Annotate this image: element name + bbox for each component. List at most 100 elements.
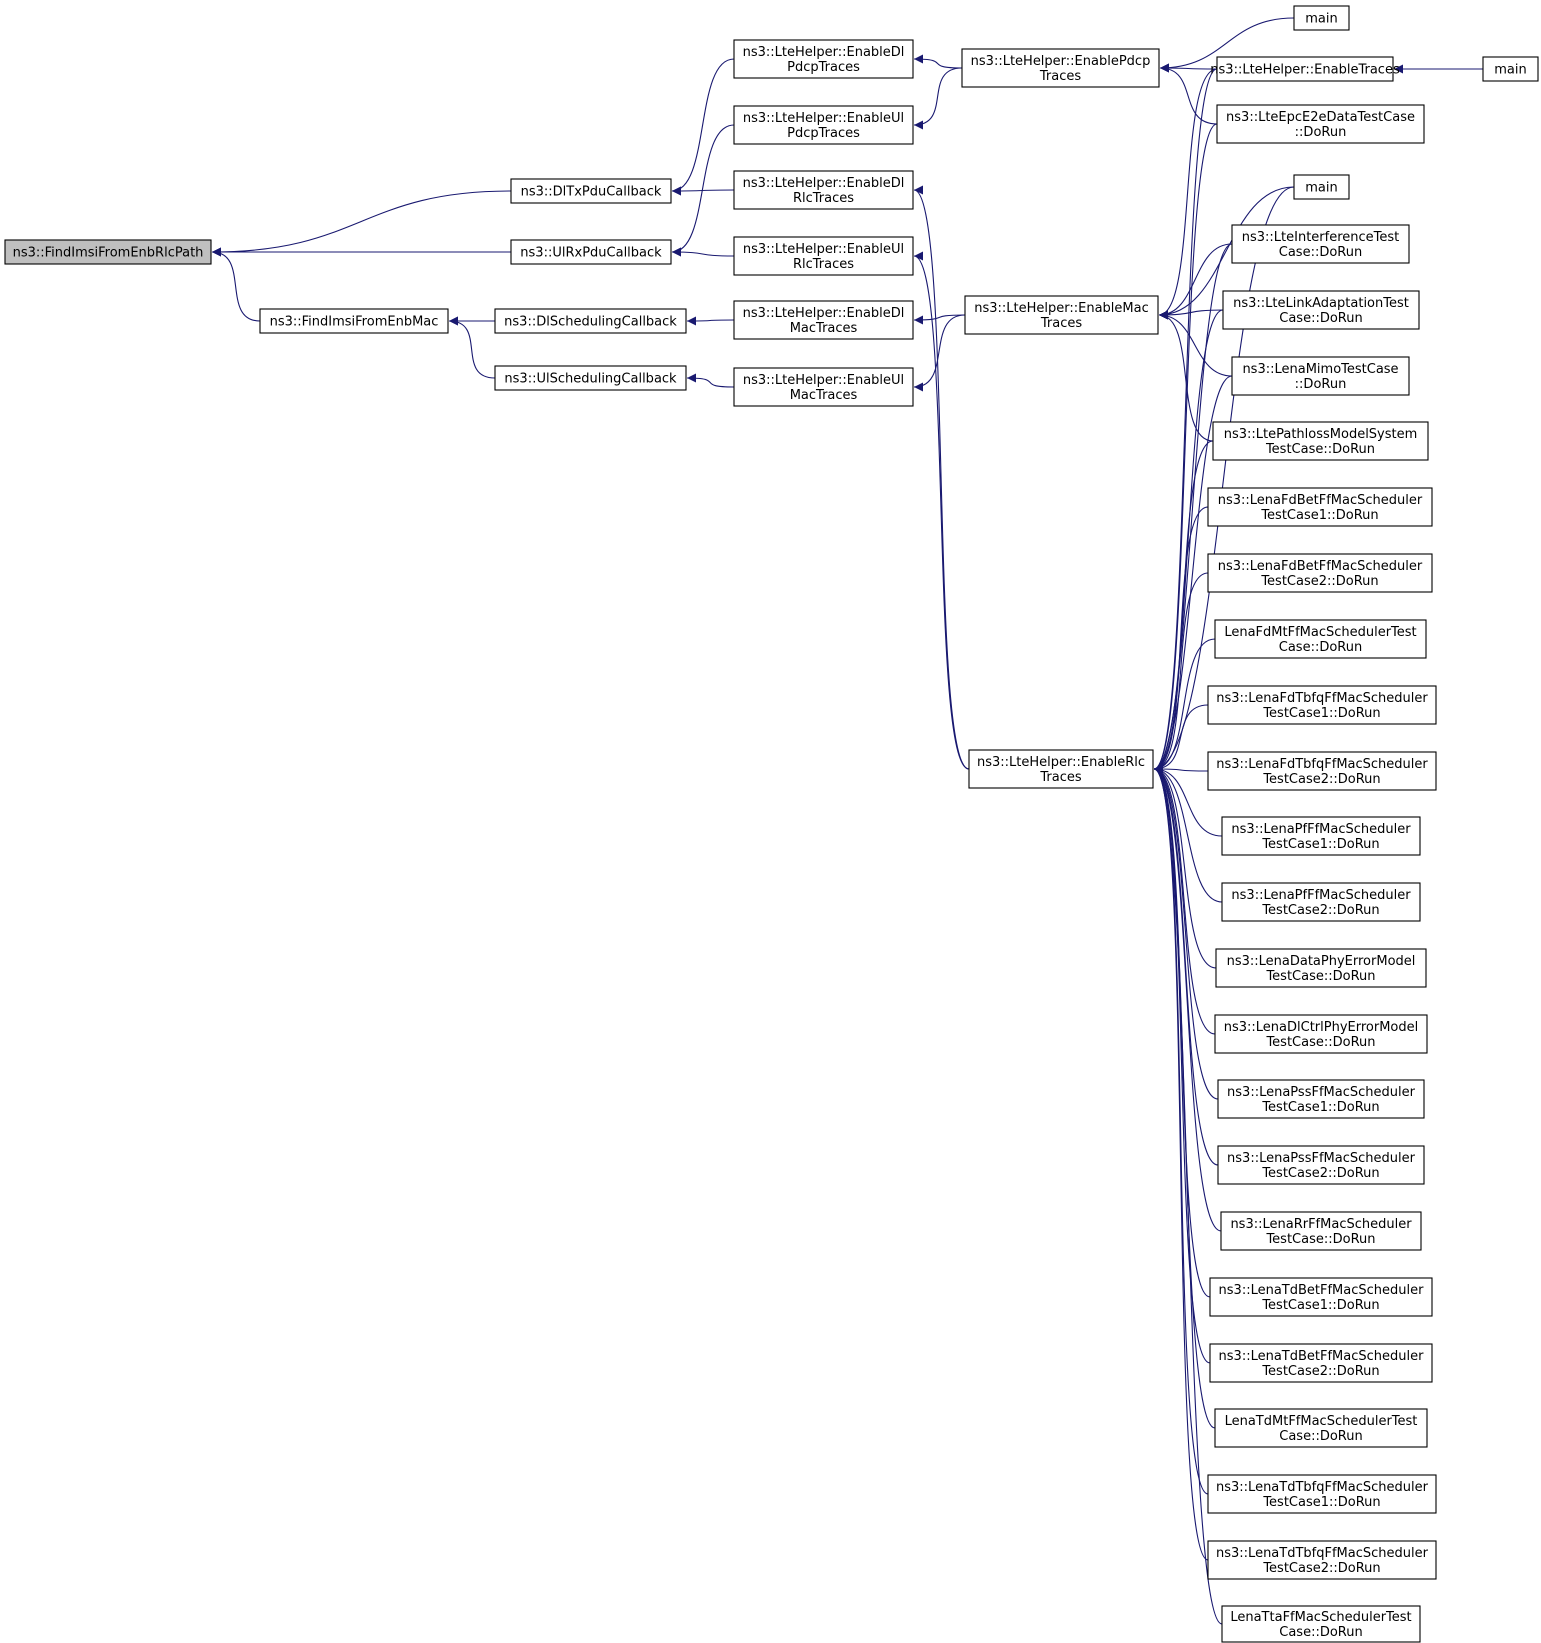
node-label-line: LenaFdMtFfMacSchedulerTest: [1224, 625, 1416, 640]
node-label-line: Case::DoRun: [1279, 1429, 1362, 1444]
edge-pathloss-to-emac: [1158, 310, 1214, 442]
function-node-fdtbfq2[interactable]: ns3::LenaFdTbfqFfMacSchedulerTestCase2::…: [1207, 751, 1437, 791]
node-label-line: TestCase::DoRun: [1265, 442, 1375, 457]
node-label-line: TestCase1::DoRun: [1260, 508, 1378, 523]
function-node-pathloss[interactable]: ns3::LtePathlossModelSystemTestCase::DoR…: [1212, 421, 1429, 461]
function-node-main2[interactable]: main: [1293, 174, 1350, 200]
function-node-ulrx[interactable]: ns3::UlRxPduCallback: [510, 239, 672, 265]
function-node-pf1[interactable]: ns3::LenaPfFfMacSchedulerTestCase1::DoRu…: [1221, 816, 1421, 856]
edge-ulsch-to-fimac: [448, 316, 496, 379]
function-node-tdtbfq1[interactable]: ns3::LenaTdTbfqFfMacSchedulerTestCase1::…: [1207, 1474, 1437, 1514]
function-node-e2e[interactable]: ns3::LteEpcE2eDataTestCase::DoRun: [1216, 104, 1425, 144]
edge-e2e-to-erlc: [1153, 123, 1218, 774]
function-node-pss1[interactable]: ns3::LenaPssFfMacSchedulerTestCase1::DoR…: [1217, 1079, 1425, 1119]
node-box: [1217, 1079, 1425, 1119]
node-label-line: TestCase1::DoRun: [1262, 706, 1380, 721]
node-box: [1482, 56, 1539, 82]
node-label-line: main: [1305, 12, 1337, 27]
node-label-line: TestCase1::DoRun: [1262, 1495, 1380, 1510]
function-node-main3[interactable]: main: [1482, 56, 1539, 82]
node-label-line: Case::DoRun: [1279, 640, 1362, 655]
function-node-fdbet1[interactable]: ns3::LenaFdBetFfMacSchedulerTestCase1::D…: [1207, 487, 1433, 527]
function-node-dataphy[interactable]: ns3::LenaDataPhyErrorModelTestCase::DoRu…: [1215, 948, 1427, 988]
node-box: [733, 39, 914, 79]
edge-eulpdcp-to-ulrx: [671, 124, 735, 257]
node-box: [1216, 56, 1394, 82]
edge-etraces-to-epdcp: [1159, 63, 1218, 73]
node-box: [1214, 1408, 1428, 1448]
function-node-dltx[interactable]: ns3::DlTxPduCallback: [510, 178, 672, 204]
node-label-line: PdcpTraces: [787, 60, 860, 75]
function-node-main1[interactable]: main: [1293, 5, 1350, 31]
function-node-pf2[interactable]: ns3::LenaPfFfMacSchedulerTestCase2::DoRu…: [1221, 882, 1421, 922]
node-label-line: ns3::LenaMimoTestCase: [1242, 362, 1398, 377]
node-label-line: ns3::FindImsiFromEnbRlcPath: [13, 246, 204, 261]
edge-erlc-to-edlrlc: [913, 185, 970, 770]
node-label-line: ns3::LteHelper::EnableMac: [974, 301, 1149, 316]
function-node-tdbet1[interactable]: ns3::LenaTdBetFfMacSchedulerTestCase1::D…: [1209, 1277, 1433, 1317]
function-node-ulsch[interactable]: ns3::UlSchedulingCallback: [494, 365, 687, 391]
node-box: [1214, 1014, 1428, 1054]
function-node-tdbet2[interactable]: ns3::LenaTdBetFfMacSchedulerTestCase2::D…: [1209, 1343, 1433, 1383]
function-node-fdbet2[interactable]: ns3::LenaFdBetFfMacSchedulerTestCase2::D…: [1207, 553, 1433, 593]
node-label-line: ns3::LenaTdTbfqFfMacScheduler: [1216, 1480, 1429, 1495]
function-node-etraces[interactable]: ns3::LteHelper::EnableTraces: [1210, 56, 1400, 82]
node-label-line: ns3::LenaFdTbfqFfMacScheduler: [1216, 757, 1428, 772]
edge-fimac-to-root: [211, 247, 261, 322]
node-label-line: Traces: [1039, 69, 1081, 84]
function-node-fimac[interactable]: ns3::FindImsiFromEnbMac: [259, 308, 449, 334]
node-box: [1221, 1605, 1421, 1643]
node-label-line: ns3::LenaFdTbfqFfMacScheduler: [1216, 691, 1428, 706]
node-label-line: ::DoRun: [1295, 125, 1347, 140]
edge-tdbet2-to-erlc: [1153, 764, 1211, 1364]
function-node-dlctrl[interactable]: ns3::LenaDlCtrlPhyErrorModelTestCase::Do…: [1214, 1014, 1428, 1054]
node-box: [961, 48, 1160, 88]
node-label-line: TestCase1::DoRun: [1261, 1100, 1379, 1115]
edge-mimo-to-emac: [1158, 310, 1233, 377]
edge-epdcp-to-edlpdcp: [913, 54, 963, 69]
edge-interf-to-emac: [1158, 243, 1233, 320]
node-label-line: ns3::LenaFdBetFfMacScheduler: [1218, 559, 1423, 574]
node-label-line: Case::DoRun: [1279, 311, 1362, 326]
function-node-dlsch[interactable]: ns3::DlSchedulingCallback: [494, 308, 687, 334]
node-label-line: ns3::LteHelper::EnableDl: [743, 176, 905, 191]
function-node-fdtbfq1[interactable]: ns3::LenaFdTbfqFfMacSchedulerTestCase1::…: [1207, 685, 1437, 725]
function-node-mimo[interactable]: ns3::LenaMimoTestCase::DoRun: [1231, 356, 1410, 396]
edge-edlrlc-to-dltx: [671, 186, 735, 196]
node-layer: ns3::FindImsiFromEnbRlcPath ns3::DlTxPduC…: [4, 5, 1539, 1643]
edge-pf2-to-erlc: [1153, 764, 1223, 903]
root-function-node[interactable]: ns3::FindImsiFromEnbRlcPath: [4, 239, 212, 265]
node-box: [1212, 421, 1429, 461]
node-label-line: RlcTraces: [793, 191, 854, 206]
node-box: [1221, 882, 1421, 922]
node-box: [1231, 356, 1410, 396]
node-label-line: LenaTtaFfMacSchedulerTest: [1230, 1610, 1411, 1625]
edge-main2-to-emac: [1158, 186, 1295, 320]
node-label-line: ns3::UlRxPduCallback: [520, 246, 662, 261]
edge-edlpdcp-to-dltx: [671, 58, 735, 196]
node-box: [494, 365, 687, 391]
node-label-line: Case::DoRun: [1279, 1625, 1362, 1640]
edge-dlctrl-to-erlc: [1153, 764, 1216, 1035]
function-node-pss2[interactable]: ns3::LenaPssFfMacSchedulerTestCase2::DoR…: [1217, 1145, 1425, 1185]
edge-fdtbfq2-to-erlc: [1153, 764, 1209, 774]
node-box: [1209, 1343, 1433, 1383]
edge-eulmac-to-ulsch: [686, 373, 735, 388]
function-node-tdtbfq2[interactable]: ns3::LenaTdTbfqFfMacSchedulerTestCase2::…: [1207, 1540, 1437, 1580]
node-label-line: ns3::LteHelper::EnableRlc: [977, 755, 1145, 770]
